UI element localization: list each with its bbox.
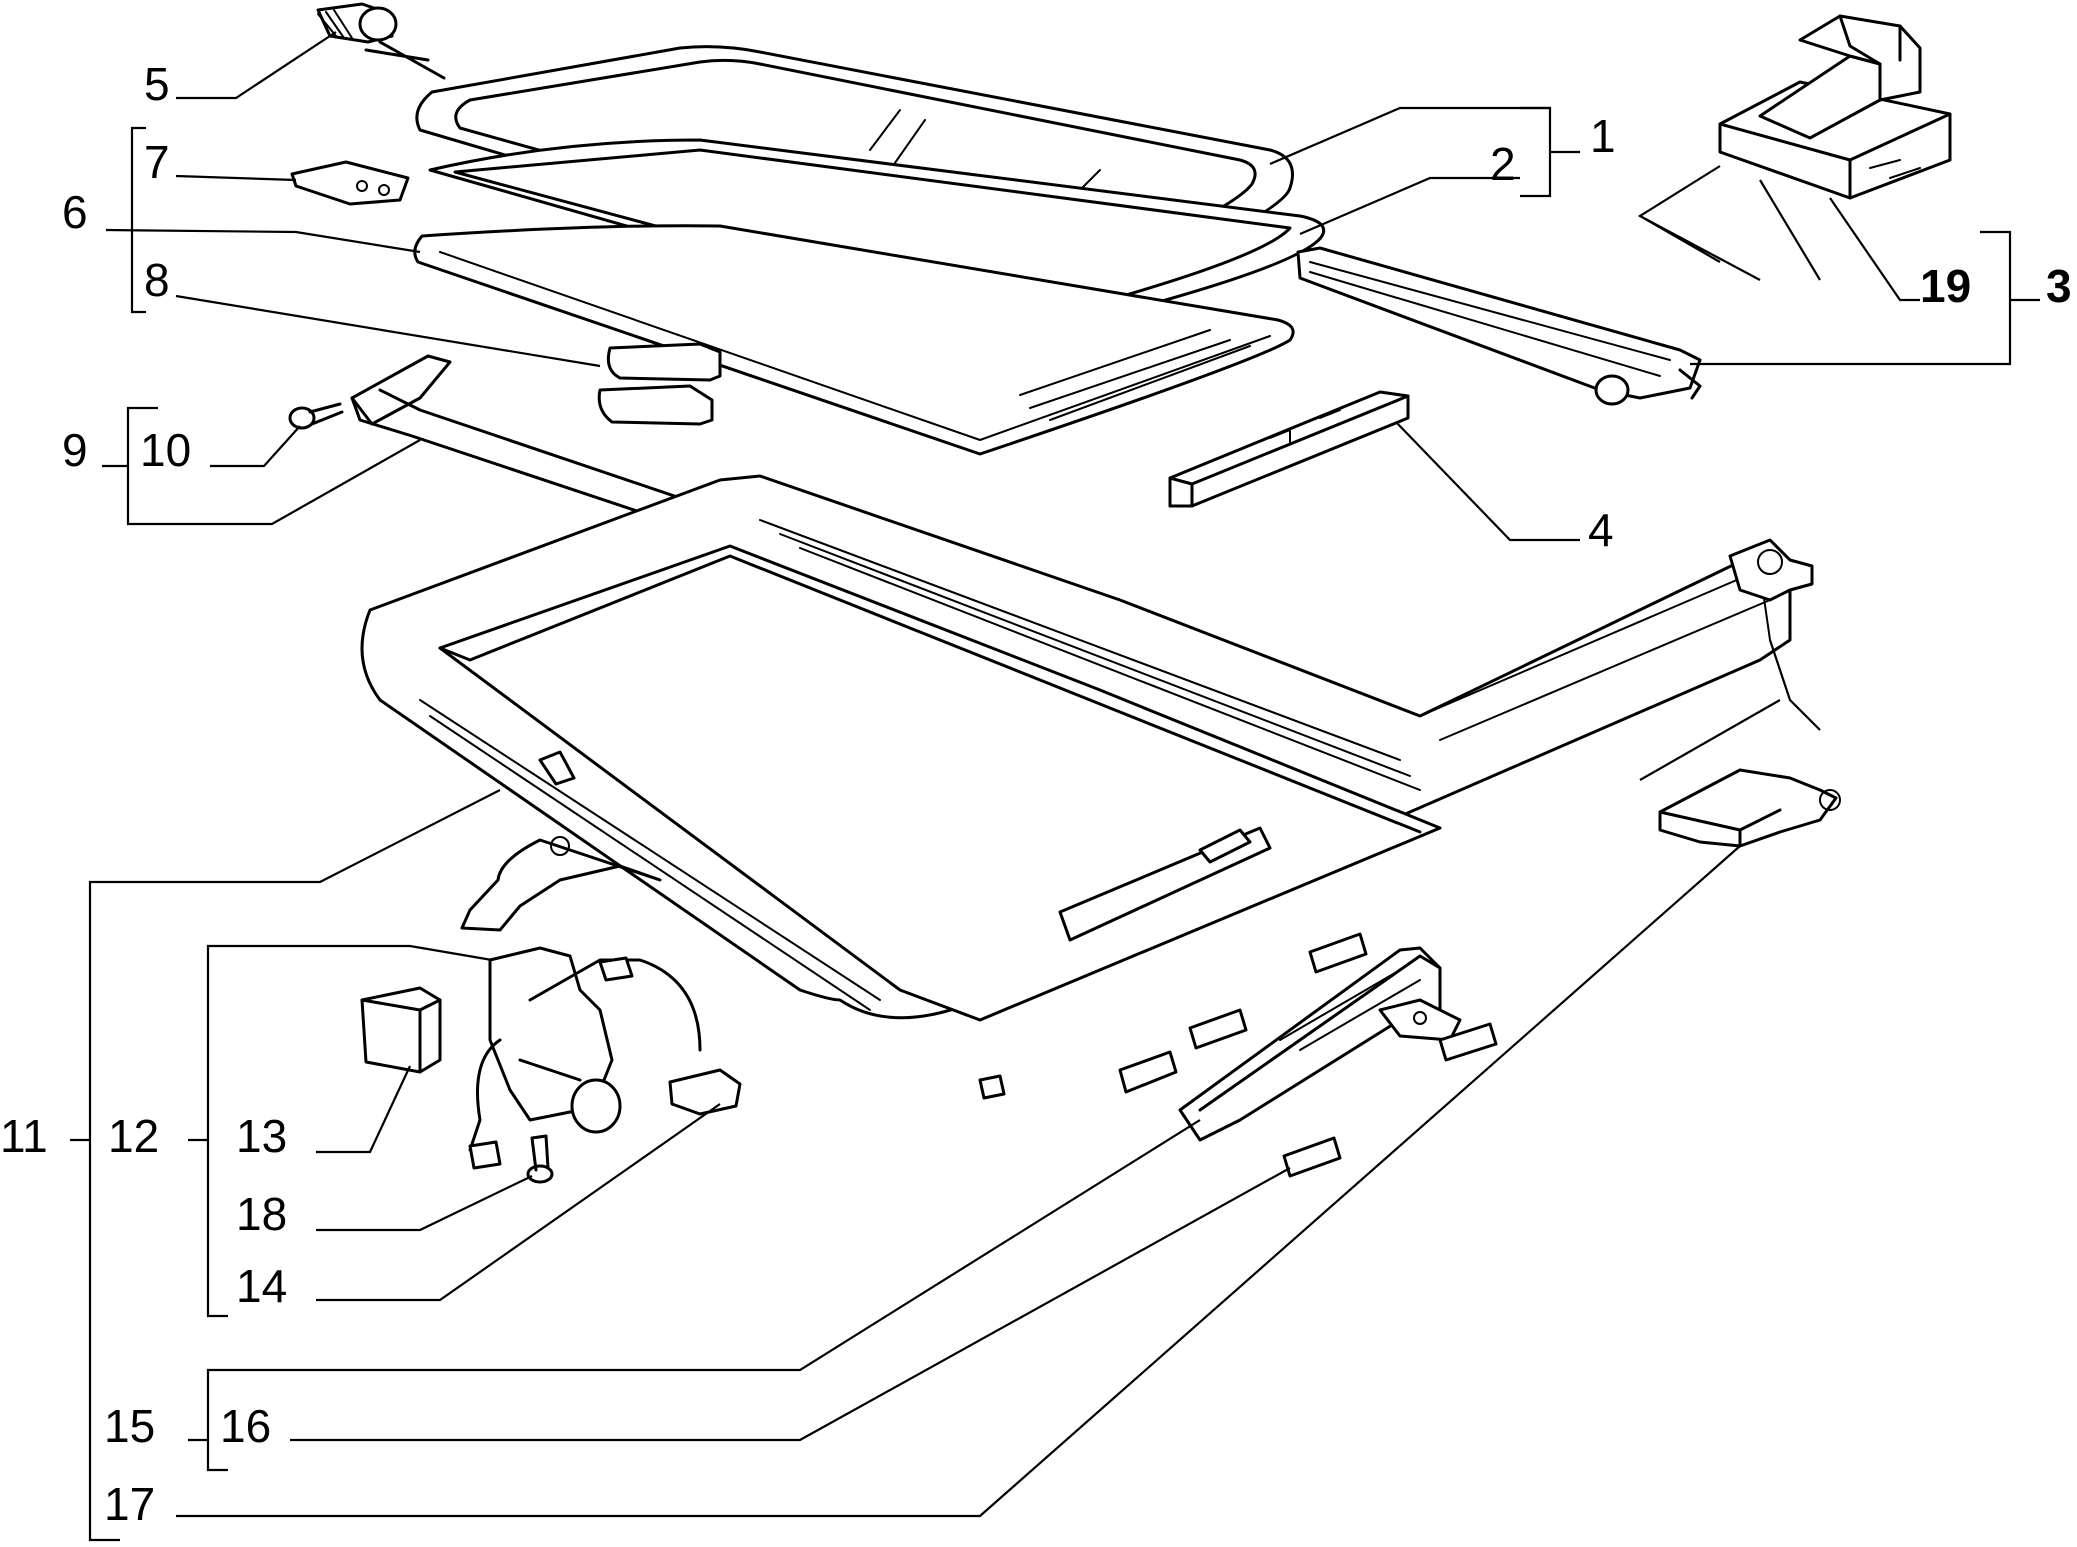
part-14-connector <box>468 956 742 1170</box>
callout-3: 3 <box>2046 260 2072 312</box>
callout-17: 17 <box>104 1478 155 1530</box>
callout-13: 13 <box>236 1110 287 1162</box>
part-4-cover <box>1168 390 1410 508</box>
callout-16: 16 <box>220 1400 271 1452</box>
callout-11: 11 <box>0 1110 48 1162</box>
callout-7: 7 <box>144 136 170 188</box>
part-5-bolt <box>316 2 446 80</box>
callout-1: 1 <box>1590 110 1616 162</box>
leader-lines <box>70 31 2040 1542</box>
part-7-clip <box>290 160 410 206</box>
part-17-slider <box>1658 768 1841 848</box>
part-19-clip-block <box>1718 14 1952 200</box>
callout-10: 10 <box>140 424 191 476</box>
part-3-guide-rail <box>1296 246 1702 406</box>
callout-2: 2 <box>1490 138 1516 190</box>
part-11-main-frame <box>360 474 1814 1100</box>
part-15-bracket-assembly <box>1178 946 1462 1142</box>
callout-9: 9 <box>62 424 88 476</box>
callout-4: 4 <box>1588 504 1614 556</box>
callout-labels: 5 7 6 8 9 10 1 2 19 3 4 11 12 13 18 14 1… <box>0 58 2072 1530</box>
part-13-relay <box>360 986 442 1074</box>
callout-6: 6 <box>62 186 88 238</box>
callout-12: 12 <box>108 1110 159 1162</box>
part-10-screw <box>288 402 344 430</box>
part-6-sunshade-panel <box>413 224 1295 456</box>
callout-15: 15 <box>104 1400 155 1452</box>
callout-8: 8 <box>144 254 170 306</box>
part-18-screw <box>526 1134 554 1184</box>
callout-19: 19 <box>1920 260 1971 312</box>
callout-5: 5 <box>144 58 170 110</box>
part-12-motor <box>468 946 702 1152</box>
callout-14: 14 <box>236 1260 287 1312</box>
callout-18: 18 <box>236 1188 287 1240</box>
